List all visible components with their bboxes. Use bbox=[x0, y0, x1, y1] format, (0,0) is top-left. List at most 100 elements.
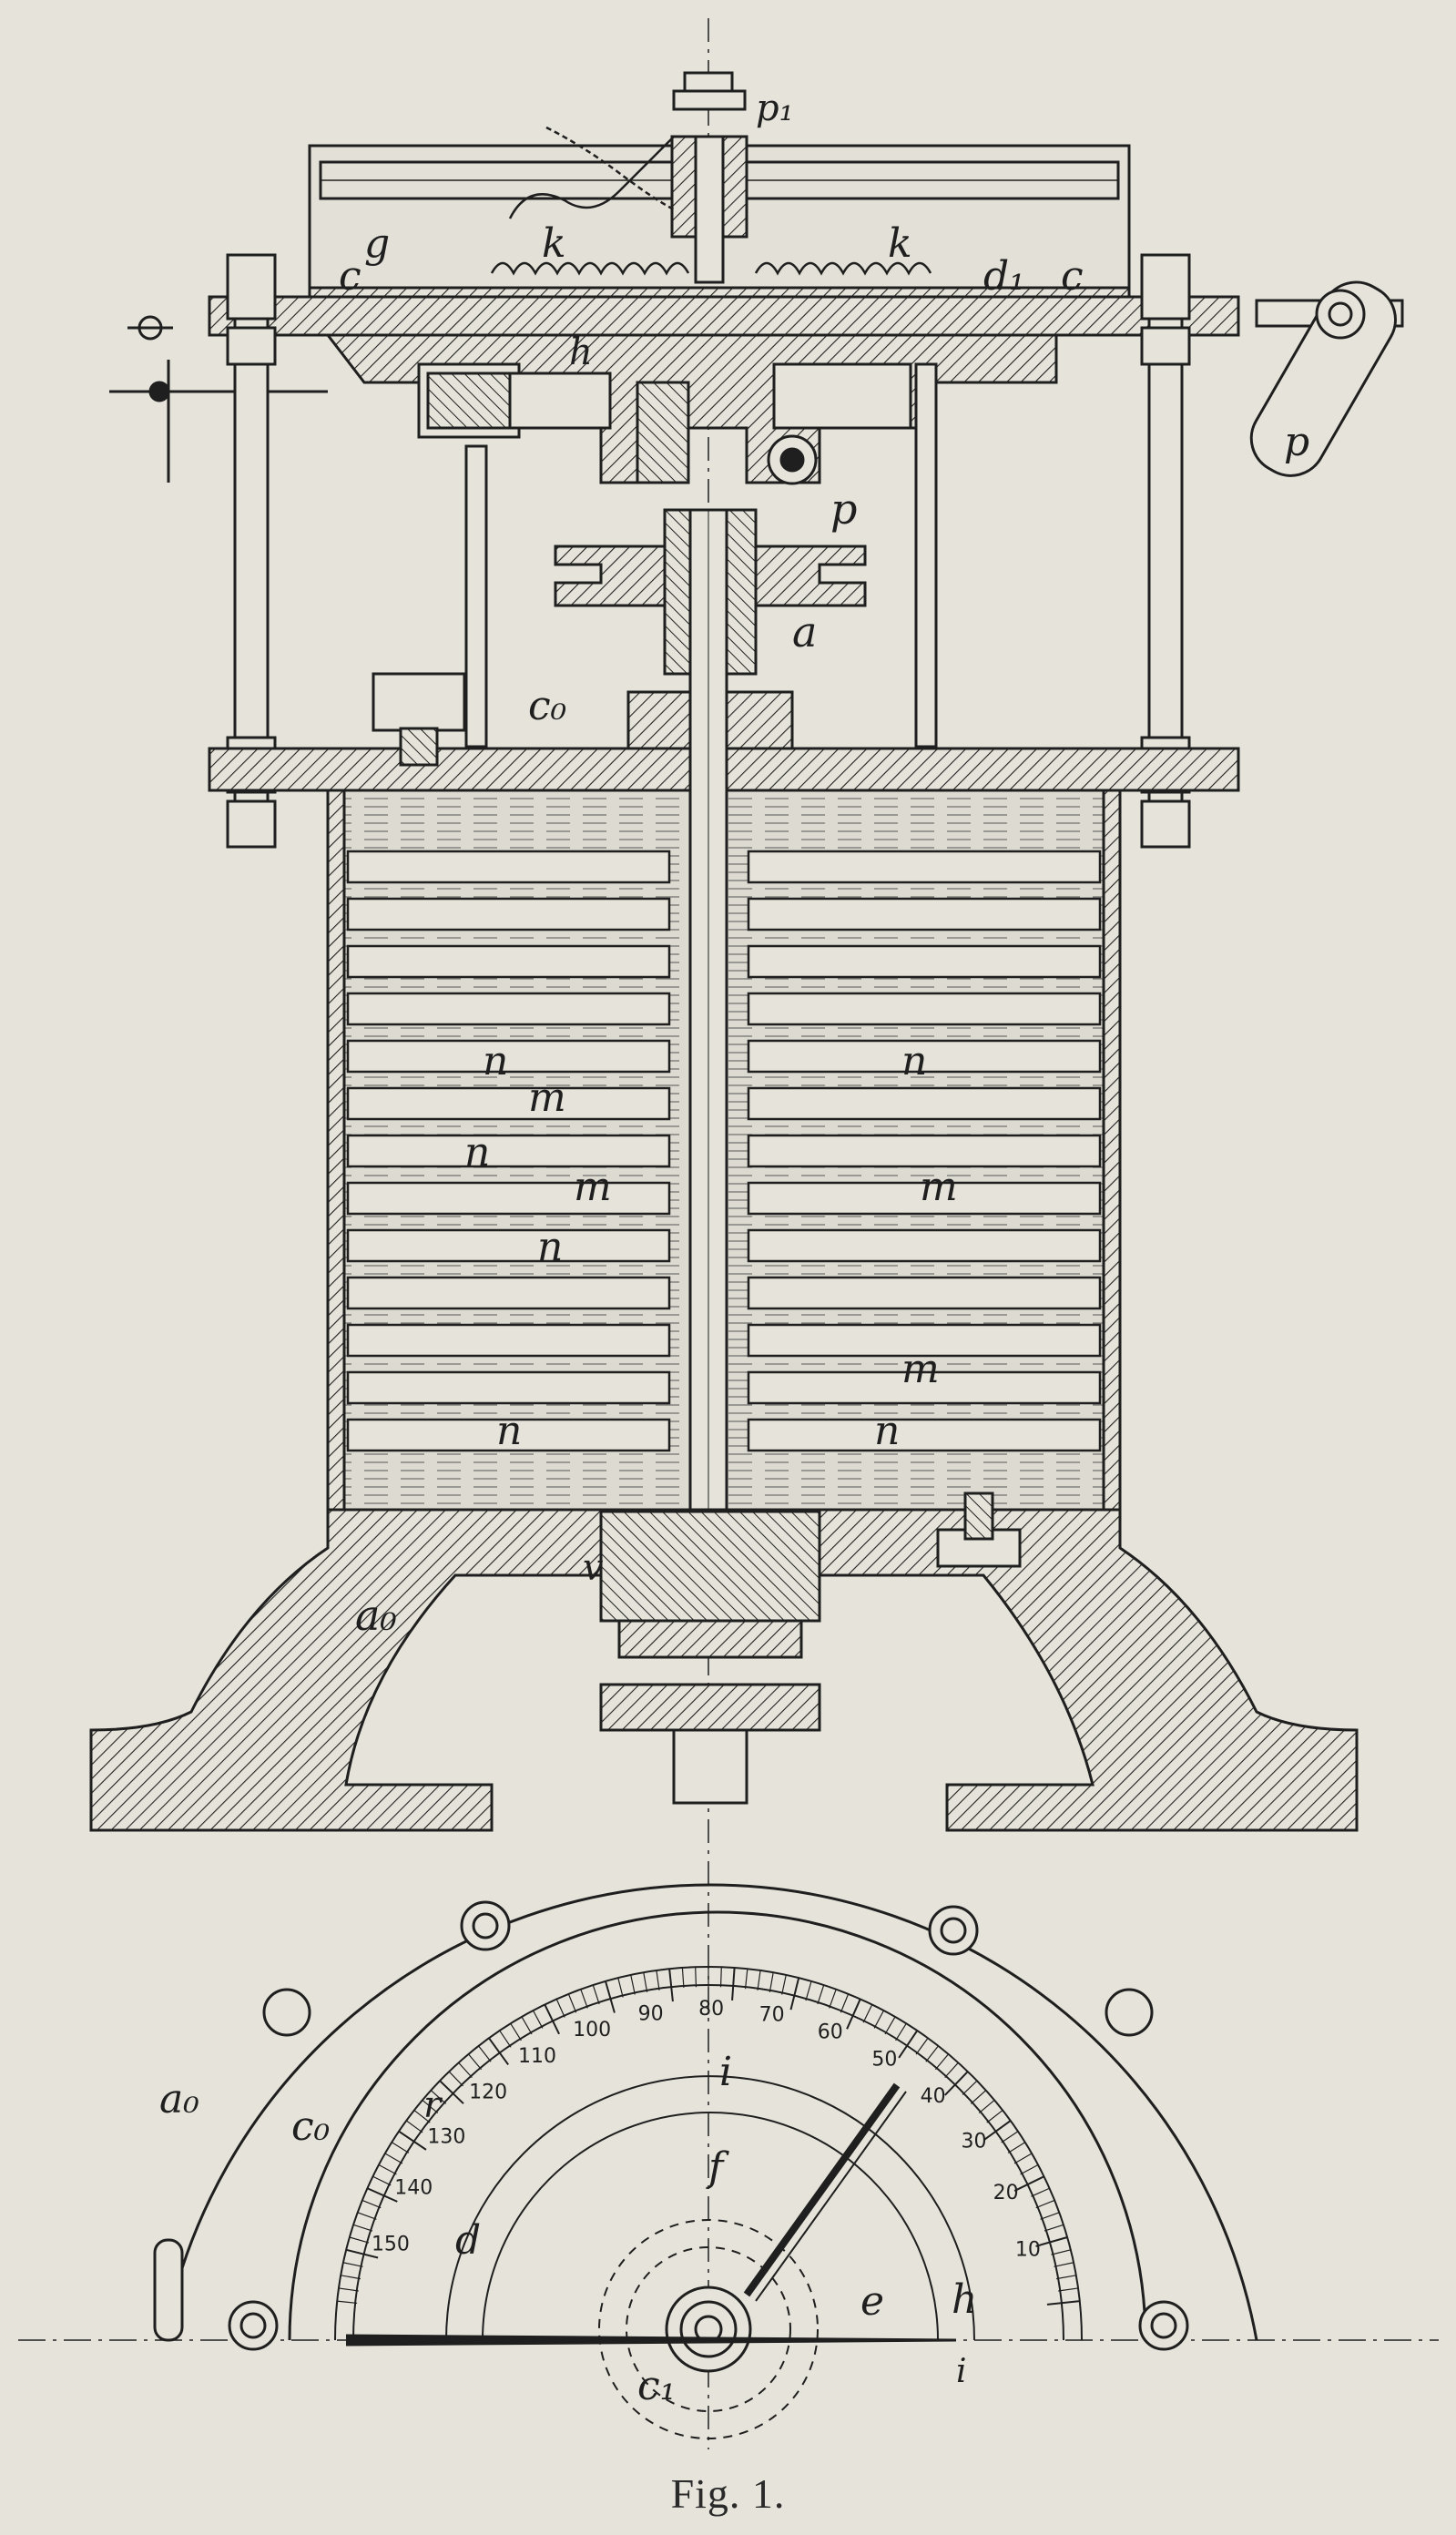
label-n-3: n bbox=[464, 1129, 490, 1176]
label-n-1: n bbox=[483, 1038, 508, 1084]
dial-tick bbox=[1013, 2175, 1044, 2192]
disc-plate bbox=[747, 1323, 1102, 1358]
label-m-3: m bbox=[920, 1164, 958, 1210]
disc-plate bbox=[346, 1039, 671, 1074]
dial-tick bbox=[605, 1980, 616, 2013]
dial-tick bbox=[970, 2090, 987, 2104]
dial-tick bbox=[1056, 2275, 1076, 2280]
disc-plate bbox=[346, 1323, 671, 1358]
dial-tick bbox=[643, 1972, 648, 1992]
dial-scale-number: 100 bbox=[573, 2019, 611, 2041]
dial-tick bbox=[1007, 2142, 1026, 2153]
dial-tick bbox=[630, 1974, 636, 1995]
disc-plate bbox=[346, 1181, 671, 1216]
dial-tick bbox=[805, 1980, 812, 2001]
label-d: d bbox=[455, 2217, 481, 2264]
dial-tick bbox=[944, 2071, 969, 2096]
dial-tick bbox=[478, 2045, 492, 2062]
disc-plate bbox=[747, 850, 1102, 884]
dial-tick bbox=[391, 2142, 410, 2153]
dial-tick bbox=[978, 2099, 995, 2114]
dial-tick bbox=[378, 2163, 397, 2175]
dial-tick bbox=[962, 2080, 978, 2095]
dial-tick bbox=[555, 1999, 565, 2018]
label-c-left: c bbox=[339, 253, 361, 300]
dial-scale-number: 10 bbox=[1015, 2238, 1041, 2261]
dial-scale-number: 40 bbox=[921, 2085, 946, 2108]
label-d1: d₁ bbox=[983, 253, 1025, 300]
dial-scale-number: 150 bbox=[372, 2233, 410, 2255]
disc-plate bbox=[346, 1228, 671, 1263]
left-handwheel bbox=[109, 315, 328, 483]
dial-tick bbox=[719, 1967, 722, 1988]
dial-scale-number: 140 bbox=[394, 2176, 433, 2199]
dial-tick bbox=[439, 2080, 464, 2104]
dial-tick bbox=[983, 2120, 1012, 2141]
dial-tick bbox=[1058, 2287, 1079, 2292]
dial-tick bbox=[1046, 2300, 1080, 2306]
dial-plan-view bbox=[18, 1883, 1439, 2439]
dial-tick bbox=[898, 2030, 919, 2059]
dial-tick bbox=[1054, 2262, 1074, 2267]
label-e: e bbox=[860, 2278, 884, 2325]
dial-tick bbox=[361, 2199, 382, 2209]
disc-plate bbox=[747, 1134, 1102, 1168]
dial-tick bbox=[769, 1972, 774, 1992]
label-k-right: k bbox=[888, 220, 912, 267]
label-h: h bbox=[952, 2276, 977, 2323]
disc-plate bbox=[747, 1228, 1102, 1263]
disc-plate bbox=[346, 992, 671, 1026]
disc-plate bbox=[747, 1276, 1102, 1310]
dial-tick bbox=[422, 2099, 439, 2114]
dial-tick bbox=[430, 2090, 447, 2104]
upper-flange bbox=[208, 295, 1240, 337]
dial-tick bbox=[544, 2004, 560, 2035]
label-i-small: i bbox=[956, 2353, 967, 2390]
dial-tick bbox=[829, 1989, 837, 2009]
dial-scale-number: 20 bbox=[993, 2182, 1019, 2204]
label-g: g bbox=[364, 220, 390, 267]
dial-tick bbox=[789, 1977, 800, 2011]
dial-tick bbox=[592, 1984, 600, 2005]
disc-plate bbox=[747, 944, 1102, 979]
dial-tick bbox=[1051, 2249, 1071, 2255]
label-p1: p₁ bbox=[756, 87, 794, 129]
dial-tick bbox=[413, 2110, 431, 2123]
dial-tick bbox=[817, 1984, 825, 2005]
dial-tick bbox=[458, 2062, 473, 2079]
disc-plate bbox=[747, 1039, 1102, 1074]
dial-tick bbox=[1035, 2199, 1055, 2209]
disc-plate bbox=[346, 897, 671, 932]
dial-tick bbox=[695, 1967, 697, 1988]
dial-tick bbox=[781, 1974, 787, 1995]
dial-tick bbox=[337, 2300, 358, 2305]
dial-tick bbox=[1020, 2163, 1039, 2175]
dial-tick bbox=[345, 2248, 379, 2259]
dial-tick bbox=[341, 2275, 361, 2280]
label-f: f bbox=[706, 2144, 729, 2191]
label-m-2: m bbox=[574, 1164, 612, 1210]
dial-tick bbox=[349, 2236, 370, 2244]
dial-tick bbox=[1035, 2236, 1068, 2247]
dial-tick bbox=[1040, 2212, 1060, 2220]
label-i: i bbox=[719, 2049, 732, 2095]
label-m-4: m bbox=[901, 1346, 940, 1392]
dial-tick bbox=[668, 1969, 674, 2002]
disc-plate bbox=[747, 897, 1102, 932]
label-n-6: n bbox=[874, 1408, 900, 1454]
dial-tick bbox=[934, 2053, 950, 2071]
label-n-4: n bbox=[537, 1224, 563, 1270]
dial-tick bbox=[944, 2062, 959, 2079]
dial-tick bbox=[338, 2287, 359, 2292]
dial-tick bbox=[744, 1969, 748, 1990]
dial-scale-number: 110 bbox=[518, 2045, 556, 2068]
label-c0: c₀ bbox=[528, 683, 567, 729]
dial-scale-number: 60 bbox=[818, 2021, 843, 2043]
dial-scale-number: 90 bbox=[638, 2003, 664, 2026]
dial-tick bbox=[681, 1967, 685, 1988]
label-r: r bbox=[423, 2084, 443, 2126]
label-c0-dial: c₀ bbox=[291, 2103, 331, 2150]
disc-stack bbox=[346, 850, 1102, 1452]
dial-tick bbox=[448, 2071, 463, 2087]
dial-tick bbox=[915, 2037, 929, 2055]
